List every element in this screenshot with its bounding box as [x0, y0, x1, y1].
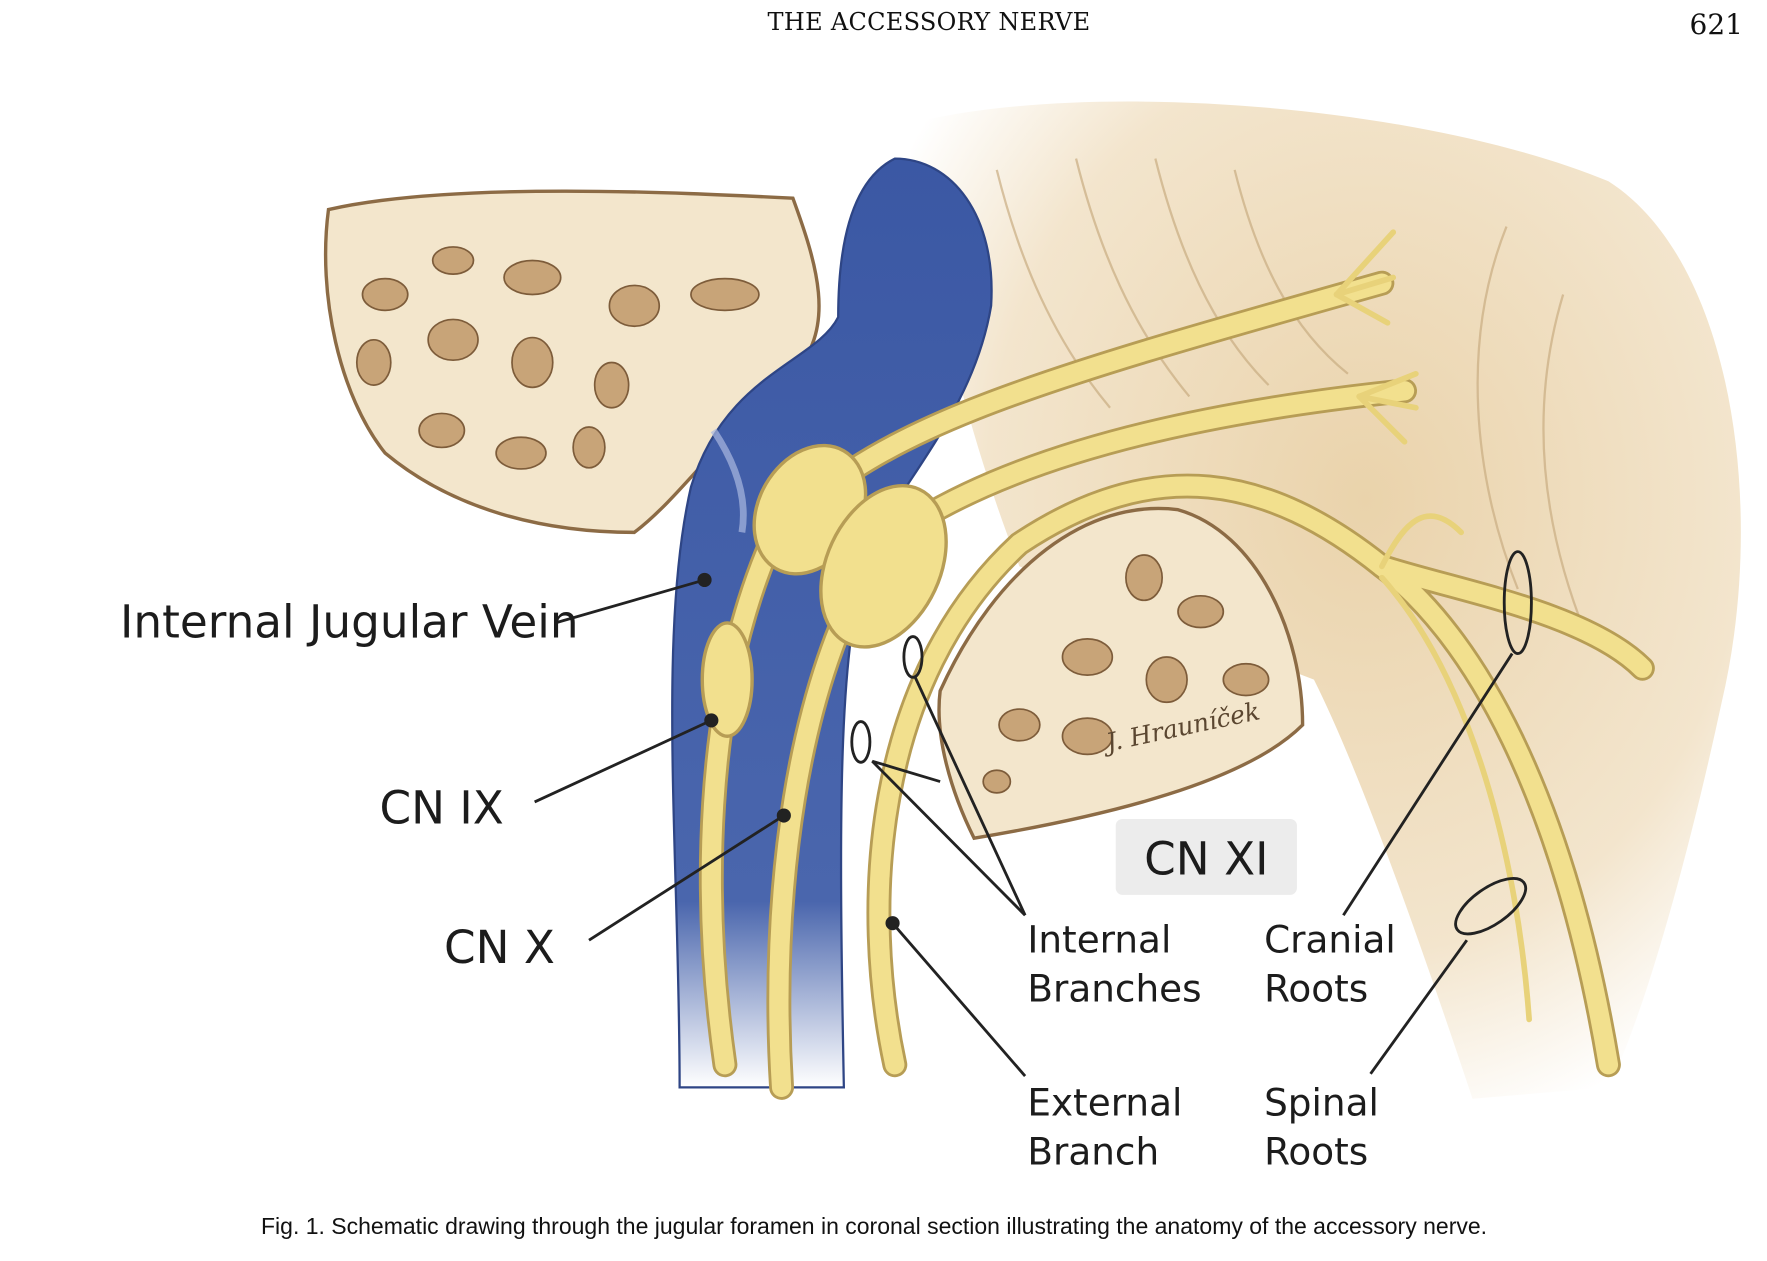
occipital-bone [937, 506, 1305, 841]
figure-caption: Fig. 1. Schematic drawing through the ju… [261, 1213, 1488, 1239]
label-cranial-roots-1: Cranial [1264, 918, 1396, 962]
label-cn-xi: CN XI [1144, 832, 1268, 885]
cn-xi-label-box [1115, 818, 1297, 895]
label-cn-x: CN X [444, 921, 555, 974]
running-title: THE ACCESSORY NERVE [767, 8, 1091, 36]
nerves [698, 229, 1655, 1100]
label-external-branch-2: Branch [1027, 1129, 1159, 1173]
cn-x-ganglion [819, 484, 948, 649]
label-spinal-roots-2: Roots [1264, 1129, 1368, 1173]
label-spinal-roots-1: Spinal [1264, 1081, 1379, 1125]
label-internal-jugular-vein: Internal Jugular Vein [120, 596, 578, 649]
leader-lines [534, 550, 1533, 1077]
brainstem-striations [995, 158, 1587, 635]
label-internal-branches-2: Branches [1027, 966, 1201, 1010]
label-cn-ix: CN IX [379, 781, 503, 834]
bone-trabeculae [355, 246, 760, 470]
label-external-branch-1: External [1027, 1081, 1182, 1125]
label-internal-branches-1: Internal [1027, 918, 1171, 962]
page-number: 621 [1689, 8, 1743, 41]
label-cranial-roots-2: Roots [1264, 966, 1368, 1010]
